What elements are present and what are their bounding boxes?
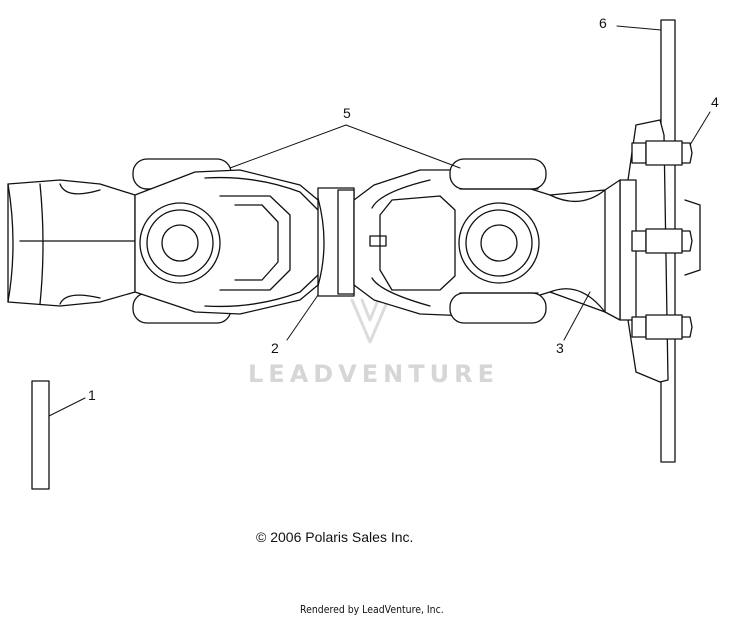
left-bearing-cup (139, 202, 221, 284)
right-bearing-cup (458, 202, 540, 284)
rendered-by-text: Rendered by LeadVenture, Inc. (300, 603, 444, 616)
leader-lines (48, 25, 711, 417)
right-shaft-tube (549, 189, 606, 313)
callout-3: 3 (556, 340, 564, 356)
part-4-flange-assembly (619, 119, 701, 383)
left-shaft-tube (7, 179, 136, 307)
leadventure-logo-watermark (350, 298, 390, 344)
right-yoke-caps (449, 158, 547, 324)
part-1-spacer (31, 380, 50, 490)
callout-4: 4 (711, 94, 719, 110)
center-shaft (317, 187, 355, 297)
leadventure-watermark: LEADVENTURE (248, 360, 499, 388)
callout-1: 1 (88, 387, 96, 403)
copyright-text: © 2006 Polaris Sales Inc. (256, 529, 414, 545)
callout-6: 6 (599, 15, 607, 31)
callout-5: 5 (343, 105, 351, 121)
callout-2: 2 (271, 340, 279, 356)
